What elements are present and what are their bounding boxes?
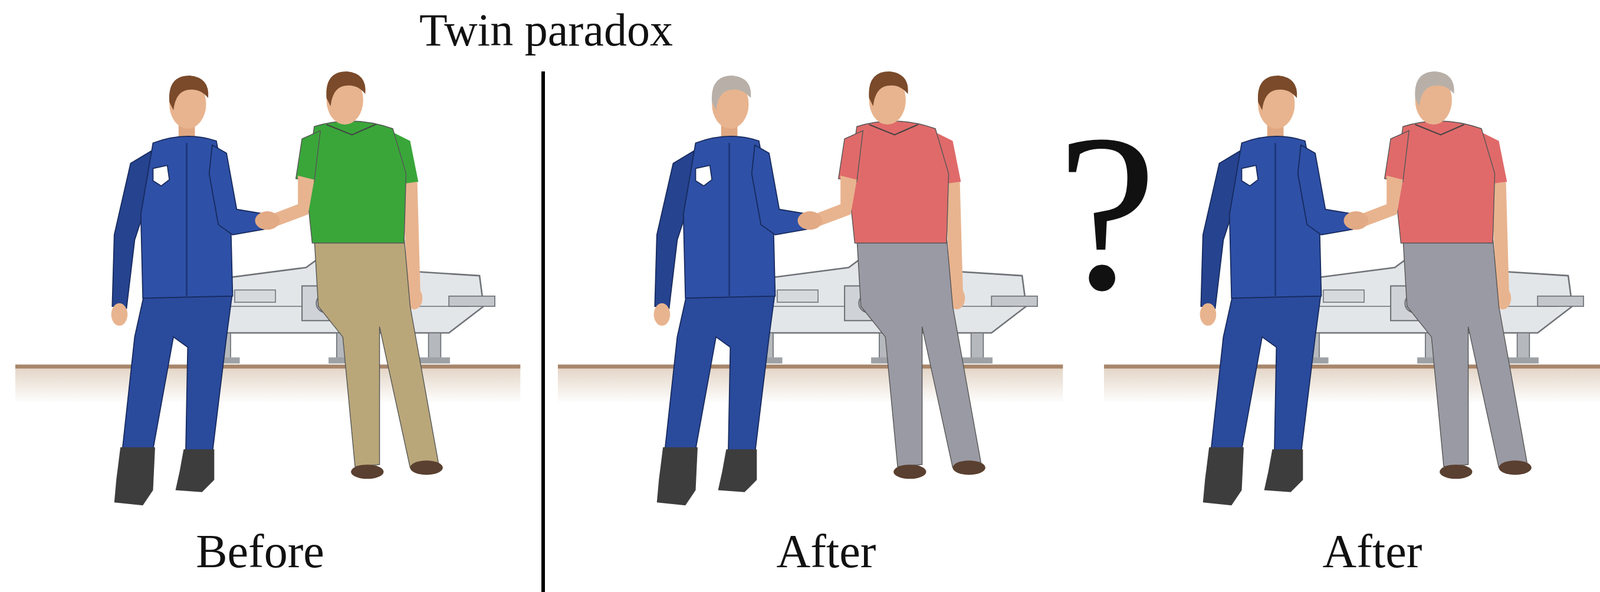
before-panel bbox=[15, 71, 521, 505]
after-panel-b bbox=[1104, 71, 1600, 505]
floor bbox=[1104, 364, 1600, 404]
after-panel-a bbox=[557, 71, 1063, 505]
floor bbox=[557, 364, 1063, 404]
panel-label: After bbox=[776, 523, 877, 578]
astronaut-twin bbox=[1200, 75, 1357, 505]
earth-twin bbox=[797, 71, 986, 479]
panel-label: After bbox=[1322, 523, 1423, 578]
astronaut-twin bbox=[654, 75, 811, 505]
question-mark: ? bbox=[1057, 100, 1158, 325]
floor bbox=[15, 364, 521, 404]
panel-label: Before bbox=[195, 523, 325, 578]
diagram-title: Twin paradox bbox=[419, 3, 673, 57]
earth-twin bbox=[255, 71, 443, 479]
astronaut-twin bbox=[111, 75, 268, 505]
earth-twin bbox=[1344, 71, 1532, 479]
divider-line bbox=[541, 71, 545, 592]
